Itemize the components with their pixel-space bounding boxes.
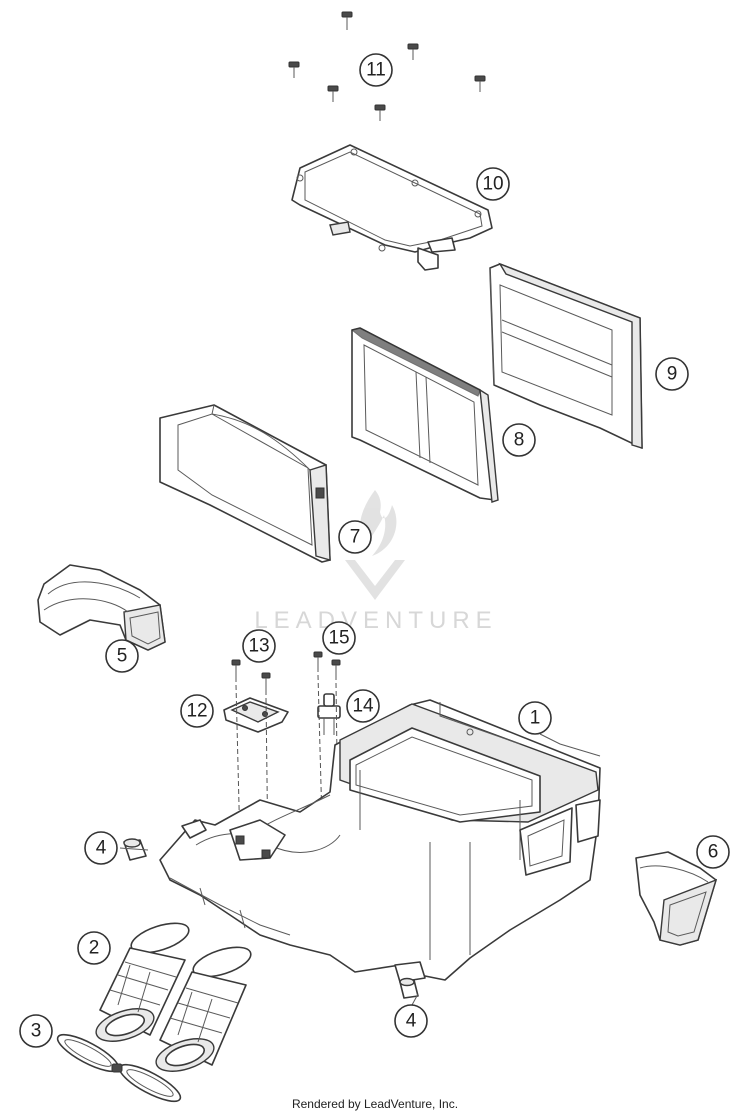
callout-12: 12	[180, 694, 214, 728]
footer-credit: Rendered by LeadVenture, Inc.	[291, 1097, 459, 1111]
screw-icon	[327, 85, 339, 102]
callout-10: 10	[476, 167, 510, 201]
callout-8: 8	[502, 423, 536, 457]
callout-label: 1	[530, 708, 541, 729]
screw-icon	[231, 659, 241, 682]
callout-label: 8	[514, 430, 525, 451]
part-10-airbox-cover	[291, 144, 493, 271]
part-12-bracket	[223, 697, 289, 733]
intake-boot-right	[155, 946, 252, 1072]
screw-icon	[313, 651, 323, 672]
callout-7: 7	[338, 520, 372, 554]
part-4-plug-lower	[399, 977, 419, 999]
callout-label: 3	[31, 1021, 42, 1042]
part-3-clamp	[56, 1033, 182, 1103]
screw-icon	[341, 11, 353, 30]
callout-label: 15	[328, 628, 349, 649]
intake-boot-left	[95, 922, 190, 1042]
part-4-plug-upper	[123, 838, 147, 861]
callout-label: 14	[352, 696, 374, 717]
callout-4-upper: 4	[84, 831, 118, 865]
part-2-intake-boots	[95, 922, 252, 1072]
screw-icon	[261, 672, 271, 695]
callout-label: 12	[186, 701, 207, 722]
watermark-text: LEADVENTURE	[254, 607, 497, 634]
screw-icon	[374, 104, 386, 121]
part-6-intake-duct	[635, 851, 718, 946]
callout-label: 2	[89, 938, 100, 959]
callout-label: 9	[667, 364, 678, 385]
part-15-screws	[313, 651, 341, 680]
part-14-sensor	[317, 693, 341, 735]
part-8-air-filter	[350, 327, 499, 503]
callout-9: 9	[655, 357, 689, 391]
callout-label: 11	[366, 60, 386, 81]
callout-15: 15	[322, 621, 356, 655]
part-9-filter-frame	[489, 262, 643, 449]
part-11-screws	[288, 11, 486, 121]
leader-lines	[119, 847, 419, 1006]
callout-label: 5	[117, 646, 128, 667]
callout-label: 10	[482, 174, 503, 195]
callout-1: 1	[518, 701, 552, 735]
callout-5: 5	[105, 639, 139, 673]
part-7-filter-cage	[159, 404, 331, 563]
part-13-screws	[231, 659, 271, 695]
callout-label: 4	[406, 1011, 417, 1032]
part-1-airbox	[159, 699, 601, 983]
callout-label: 7	[350, 527, 361, 548]
screw-icon	[474, 75, 486, 92]
callout-label: 6	[708, 842, 719, 863]
callout-11: 11	[359, 53, 393, 87]
screw-icon	[331, 659, 341, 680]
callout-2: 2	[77, 931, 111, 965]
callout-13: 13	[242, 629, 276, 663]
part-5-intake-duct	[37, 564, 166, 651]
callout-label: 13	[248, 636, 269, 657]
callout-6: 6	[696, 835, 730, 869]
callout-3: 3	[19, 1014, 53, 1048]
callout-14: 14	[346, 689, 380, 723]
callout-4-lower: 4	[394, 1004, 428, 1038]
callout-label: 4	[96, 838, 107, 859]
screw-icon	[407, 43, 419, 60]
screw-icon	[288, 61, 300, 78]
